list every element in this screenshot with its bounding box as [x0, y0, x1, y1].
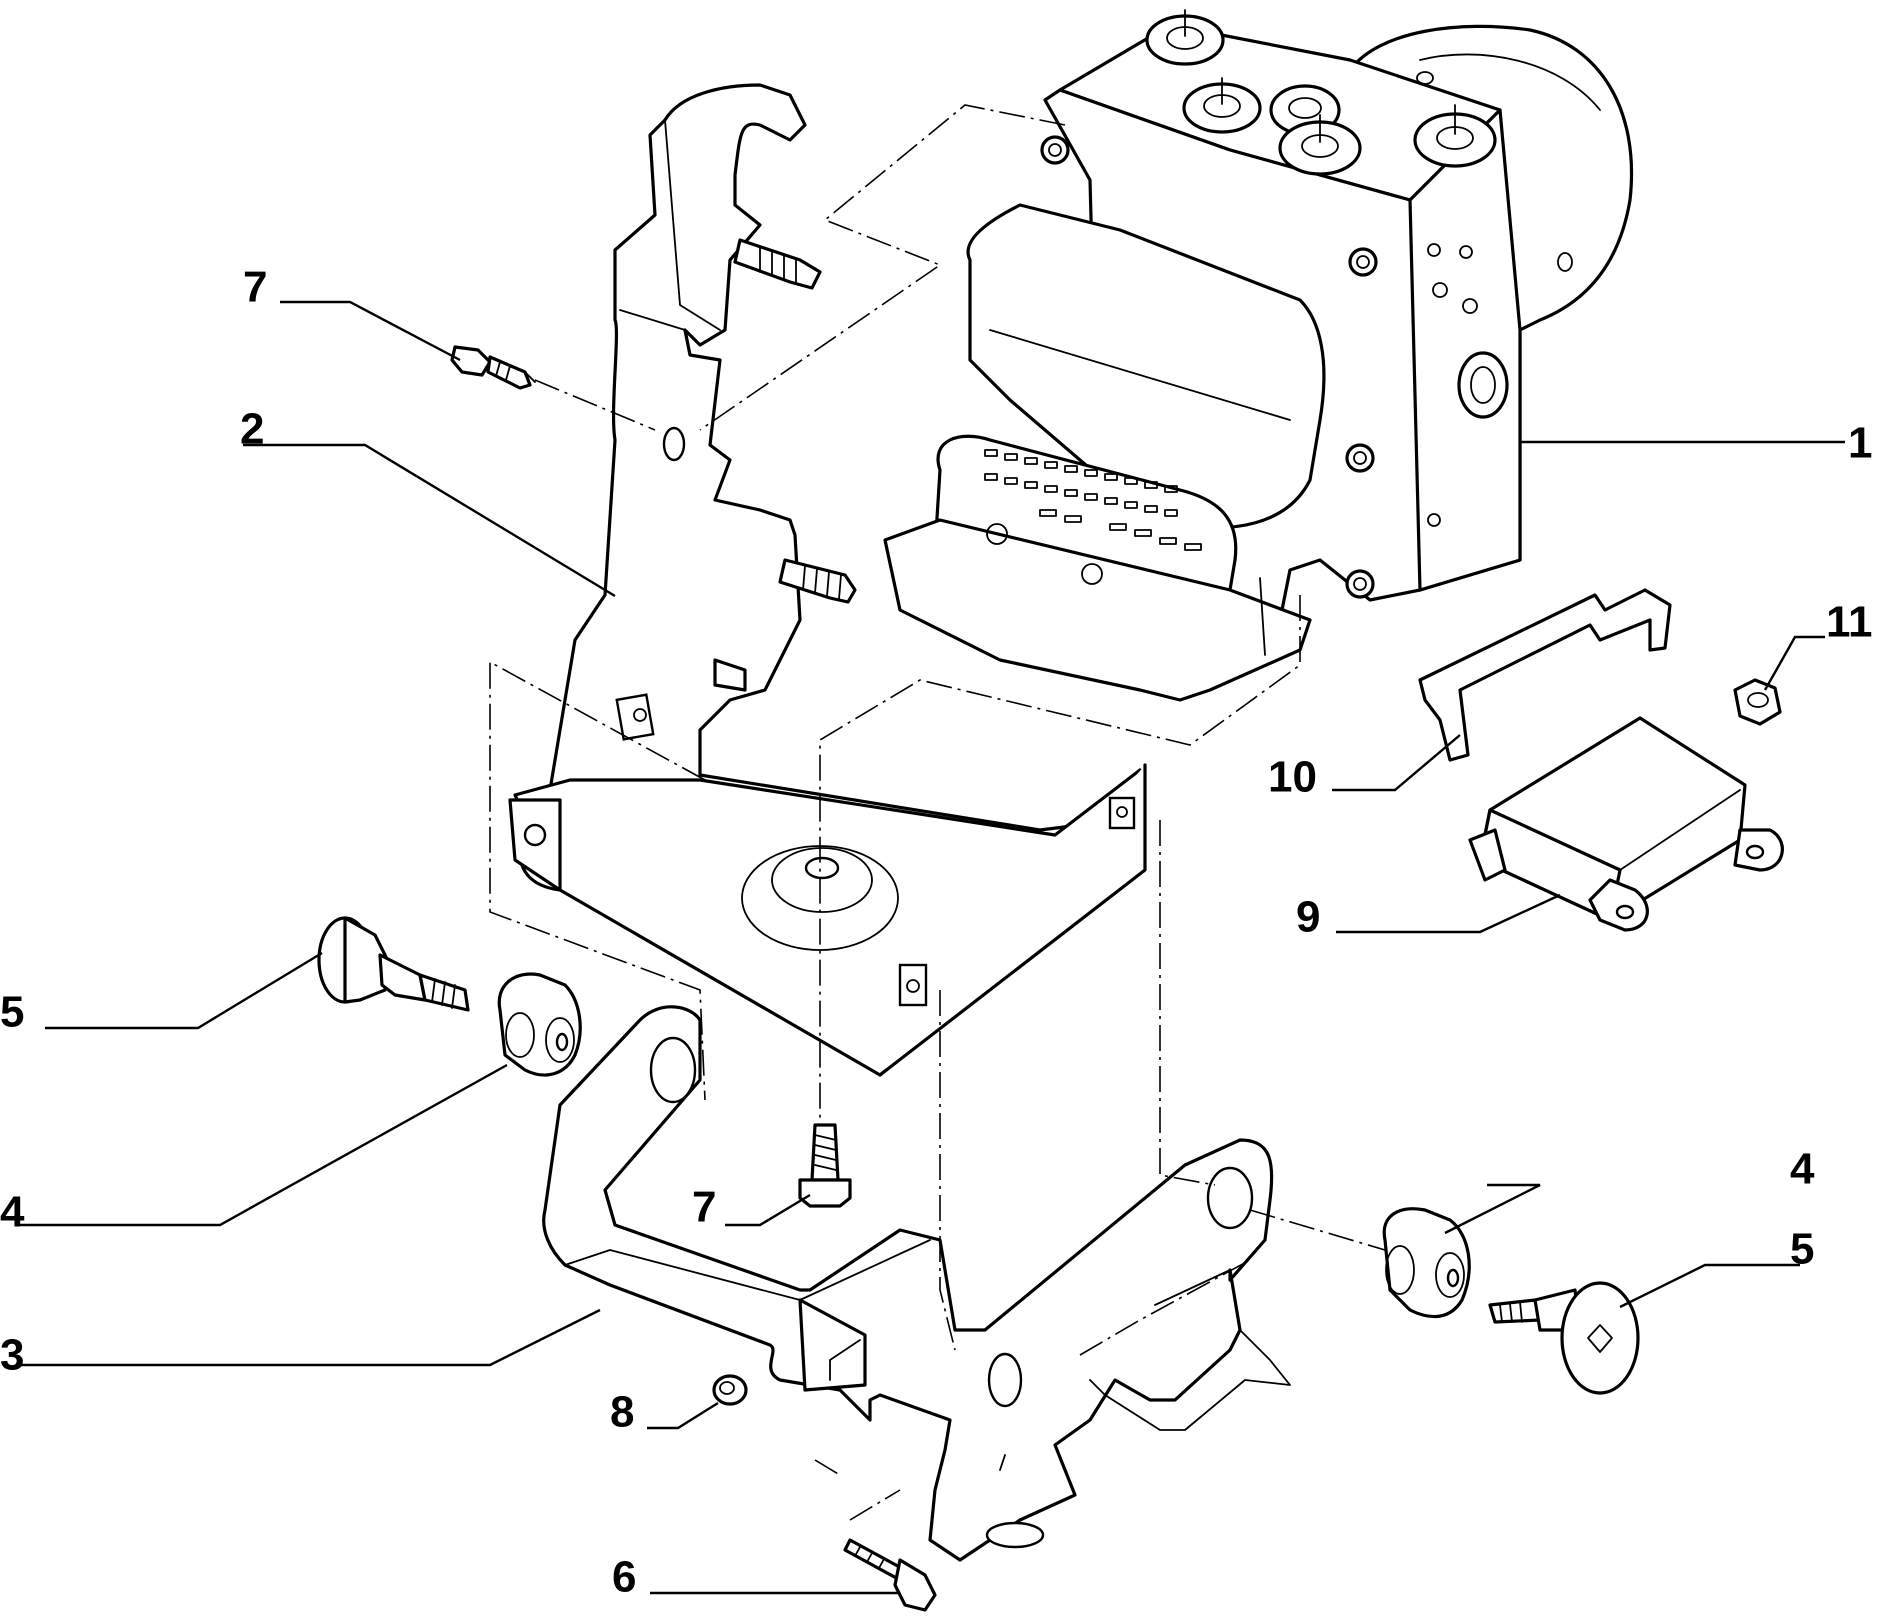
- upper-bracket: [508, 83, 1147, 1077]
- nut-11: [1733, 678, 1782, 726]
- rubber-bush-left: [497, 972, 582, 1077]
- lower-bracket: [542, 1005, 1291, 1562]
- abs-hydraulic-unit: [883, 9, 1634, 702]
- callout-10: 10: [1268, 753, 1317, 802]
- callout-1: 1: [1848, 419, 1872, 468]
- callout-4-right: 4: [1790, 1145, 1815, 1194]
- callout-6: 6: [612, 1553, 636, 1602]
- nut-8: [712, 1374, 748, 1406]
- callout-2: 2: [240, 405, 264, 454]
- callout-8: 8: [610, 1388, 634, 1437]
- callout-3: 3: [0, 1331, 24, 1380]
- bolt-6: [843, 1538, 937, 1612]
- control-module-9: [1468, 716, 1784, 932]
- callout-labels: 1 2 3 4 4 5 5 6 7 7 8 9 10 11: [0, 263, 1873, 1602]
- bolt-7-upper: [450, 345, 536, 390]
- callout-5-right: 5: [1790, 1225, 1814, 1274]
- assembly-lines: [489, 104, 1386, 1521]
- callout-11: 11: [1826, 598, 1873, 647]
- rubber-bush-right: [1382, 1207, 1471, 1319]
- bolt-7-lower: [798, 1123, 852, 1208]
- callout-7-lower: 7: [692, 1183, 716, 1232]
- leader-lines: [16, 300, 1845, 1595]
- shoulder-bolt-left: [317, 916, 470, 1012]
- callout-9: 9: [1296, 893, 1320, 942]
- callout-7-upper: 7: [243, 263, 267, 312]
- callout-5-left: 5: [0, 988, 24, 1037]
- retaining-clip-10: [1418, 588, 1672, 762]
- callout-4-left: 4: [0, 1188, 25, 1237]
- shoulder-bolt-right: [1488, 1281, 1640, 1395]
